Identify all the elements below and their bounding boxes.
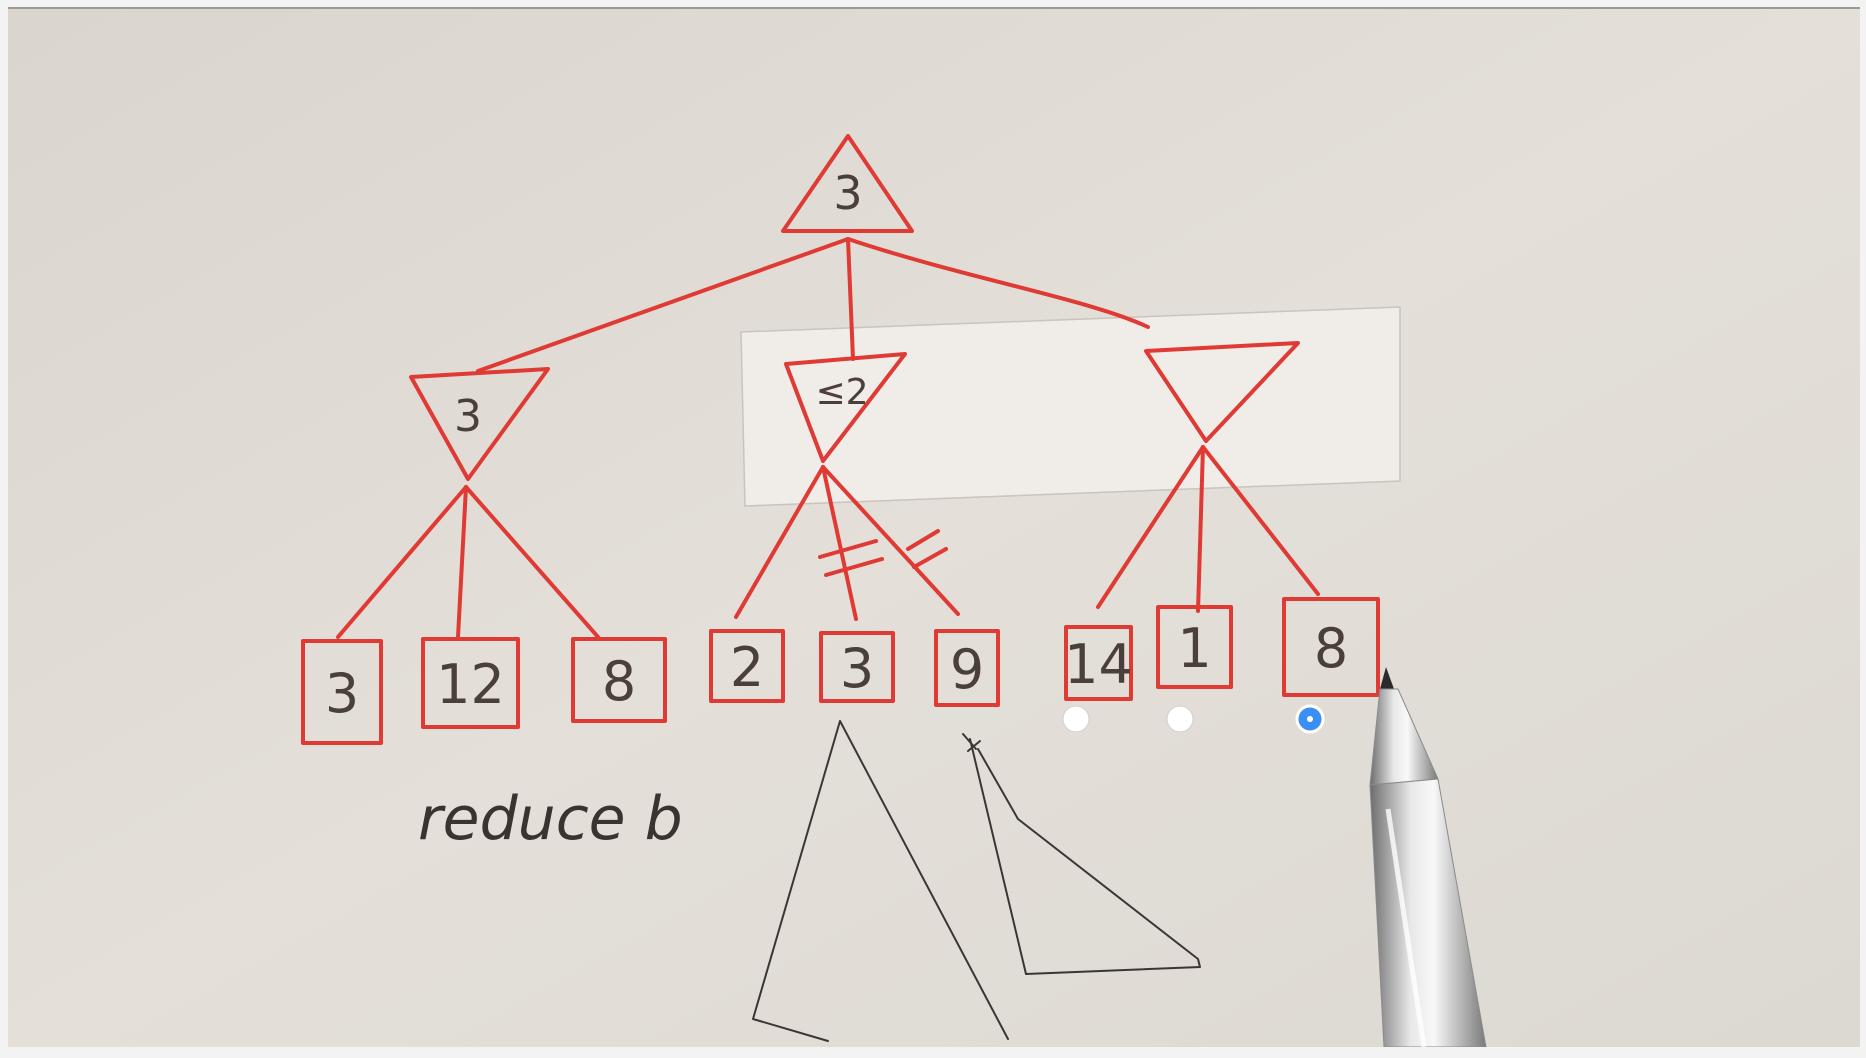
min-node-left-value: 3 <box>454 391 482 442</box>
leaf-value: 8 <box>1314 617 1348 680</box>
leaf-box <box>1282 597 1380 697</box>
leaf-node: 14 <box>1064 625 1133 701</box>
leaf-value: 9 <box>950 638 984 701</box>
whiteboard-photo: 3 3 ≤2 3 12 8 2 3 9 14 1 8 reduce b <box>8 9 1860 1047</box>
leaf-box <box>421 637 520 729</box>
pruned-marks <box>818 529 948 577</box>
leaf-node: 8 <box>1282 597 1380 697</box>
root-node: 3 <box>781 134 914 233</box>
carousel-dot-1[interactable] <box>1062 705 1090 733</box>
leaf-node: 8 <box>571 637 667 723</box>
tree-edges <box>336 237 1320 639</box>
leaf-nodes: 3 12 8 2 3 9 14 1 8 <box>301 597 1380 745</box>
leaf-box <box>571 637 667 723</box>
black-triangle-drawings <box>752 720 1201 1042</box>
min-node-middle-value: ≤2 <box>815 372 868 413</box>
image-frame: 3 3 ≤2 3 12 8 2 3 9 14 1 8 reduce b <box>8 7 1860 1047</box>
leaf-value: 1 <box>1177 617 1211 680</box>
leaf-box <box>1156 605 1233 689</box>
pen <box>1369 667 1487 1047</box>
leaf-value: 3 <box>840 637 874 700</box>
leaf-value: 14 <box>1064 633 1133 696</box>
leaf-value: 2 <box>730 636 764 699</box>
carousel-dots <box>1062 704 1325 734</box>
min-node-left: 3 <box>409 367 550 481</box>
leaf-value: 12 <box>436 653 505 716</box>
leaf-node: 3 <box>819 631 895 703</box>
carousel-dot-3[interactable] <box>1295 704 1325 734</box>
leaf-node: 2 <box>709 629 785 703</box>
note-text: reduce b <box>418 784 683 854</box>
leaf-box <box>934 629 1000 707</box>
leaf-node: 9 <box>934 629 1000 707</box>
carousel-dot-2[interactable] <box>1166 705 1194 733</box>
min-node-middle: ≤2 <box>784 352 907 463</box>
leaf-node: 3 <box>301 639 383 745</box>
paper-background <box>8 9 1860 1047</box>
leaf-box <box>301 639 383 745</box>
leaf-value: 8 <box>602 650 636 713</box>
leaf-node: 1 <box>1156 605 1233 689</box>
leaf-box <box>819 631 895 703</box>
leaf-value: 3 <box>325 662 359 725</box>
min-node-right <box>1144 341 1300 443</box>
root-value: 3 <box>833 166 862 220</box>
leaf-node: 12 <box>421 637 520 729</box>
leaf-box <box>1064 625 1133 701</box>
leaf-box <box>709 629 785 703</box>
paper-strip <box>740 306 1401 507</box>
